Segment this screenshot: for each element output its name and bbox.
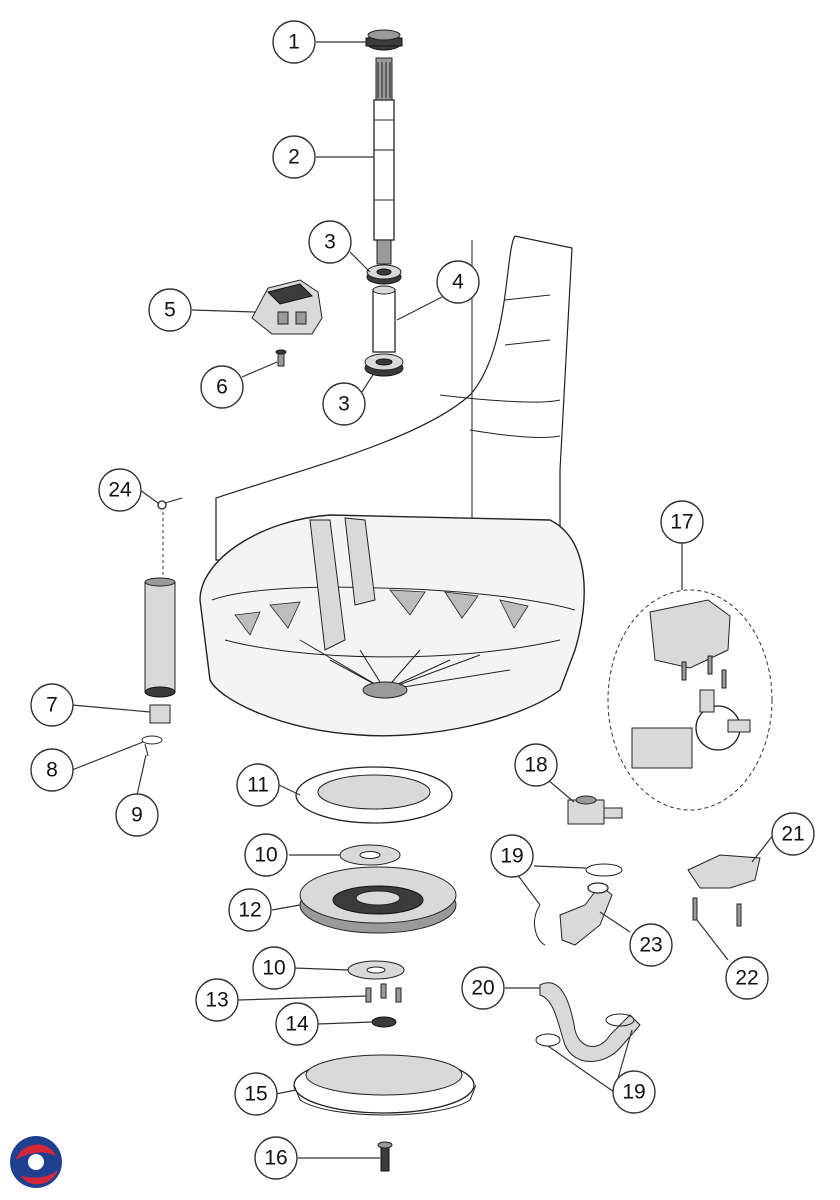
- callout: 16: [254, 1136, 298, 1180]
- part-bearing-upper: [366, 264, 402, 285]
- callout: 15: [234, 1072, 278, 1116]
- part-ring: [295, 766, 453, 824]
- brand-logo: [10, 1136, 62, 1188]
- callout-label: 4: [452, 271, 464, 294]
- callout-label: 2: [288, 146, 300, 169]
- callout-label: 10: [254, 844, 277, 867]
- callout: 24: [98, 468, 142, 512]
- part-screw: [275, 349, 287, 367]
- part-mount-bracket: [687, 854, 761, 927]
- callout-label: 3: [338, 393, 350, 416]
- callout: 14: [275, 1002, 319, 1046]
- callout: 3: [308, 220, 352, 264]
- callout-label: 8: [46, 759, 58, 782]
- callout: 8: [30, 748, 74, 792]
- part-bottom-bolt: [377, 1141, 393, 1172]
- callout-label: 24: [108, 479, 132, 502]
- part-level-tube: [144, 577, 176, 724]
- part-washer-upper: [339, 844, 401, 866]
- part-clip-pin: [157, 497, 183, 580]
- callout: 7: [30, 683, 74, 727]
- callout-label: 10: [262, 957, 285, 980]
- callout-label: 6: [216, 376, 228, 399]
- callout-label: 17: [670, 511, 693, 534]
- callout: 1: [272, 20, 316, 64]
- callout: 21: [771, 812, 815, 856]
- callout-label: 23: [639, 934, 662, 957]
- callout: 17: [660, 500, 704, 544]
- callout: 5: [148, 288, 192, 332]
- callout-label: 14: [285, 1013, 309, 1036]
- callout-label: 21: [781, 823, 804, 846]
- callout: 20: [461, 966, 505, 1010]
- callout: 6: [200, 365, 244, 409]
- callout-label: 11: [247, 774, 269, 797]
- part-center-nut: [371, 1016, 397, 1028]
- callout: 10: [252, 946, 296, 990]
- callout-label: 3: [324, 231, 336, 254]
- callout-label: 19: [500, 845, 523, 868]
- callout-label: 18: [524, 754, 547, 777]
- part-bolts: [365, 983, 402, 1003]
- callout-label: 13: [205, 989, 228, 1012]
- callout-label: 19: [622, 1081, 645, 1104]
- callout: 19: [490, 834, 534, 878]
- part-tub-housing: [199, 235, 585, 737]
- callout-label: 15: [244, 1083, 267, 1106]
- part-sleeve: [372, 285, 396, 353]
- callout: 9: [115, 793, 159, 837]
- callout-label: 12: [238, 899, 261, 922]
- part-bracket: [251, 279, 323, 335]
- callout-label: 20: [471, 977, 494, 1000]
- part-bottom-cover: [293, 1054, 477, 1116]
- callout: 18: [514, 743, 558, 787]
- part-valve: [567, 795, 623, 825]
- part-rotor: [299, 866, 457, 934]
- callout: 13: [195, 978, 239, 1022]
- part-elbow-hose: [559, 882, 613, 946]
- leader-lines: [71, 41, 775, 1159]
- part-hose-clamp-upper: [534, 863, 623, 946]
- callout: 19: [612, 1070, 656, 1114]
- callout-label: 1: [288, 31, 300, 54]
- callout-label: 5: [164, 299, 176, 322]
- callout: 2: [272, 135, 316, 179]
- callout: 12: [228, 888, 272, 932]
- callout: 4: [436, 260, 480, 304]
- callout: 3: [322, 382, 366, 426]
- part-shaft: [373, 57, 395, 265]
- callout: 10: [244, 833, 288, 877]
- part-pump-assembly: [607, 589, 773, 811]
- part-nut: [365, 29, 403, 51]
- callout-label: 16: [264, 1147, 287, 1170]
- callout: 22: [725, 956, 769, 1000]
- callout-label: 22: [735, 967, 758, 990]
- callout: 23: [629, 923, 673, 967]
- callout-label: 7: [46, 694, 58, 717]
- part-bearing-lower: [364, 353, 404, 377]
- part-drain-hose: [535, 982, 641, 1062]
- part-clamp: [141, 735, 163, 757]
- callout: 11: [236, 763, 280, 807]
- callout-label: 9: [131, 804, 143, 827]
- part-washer-lower: [347, 960, 405, 980]
